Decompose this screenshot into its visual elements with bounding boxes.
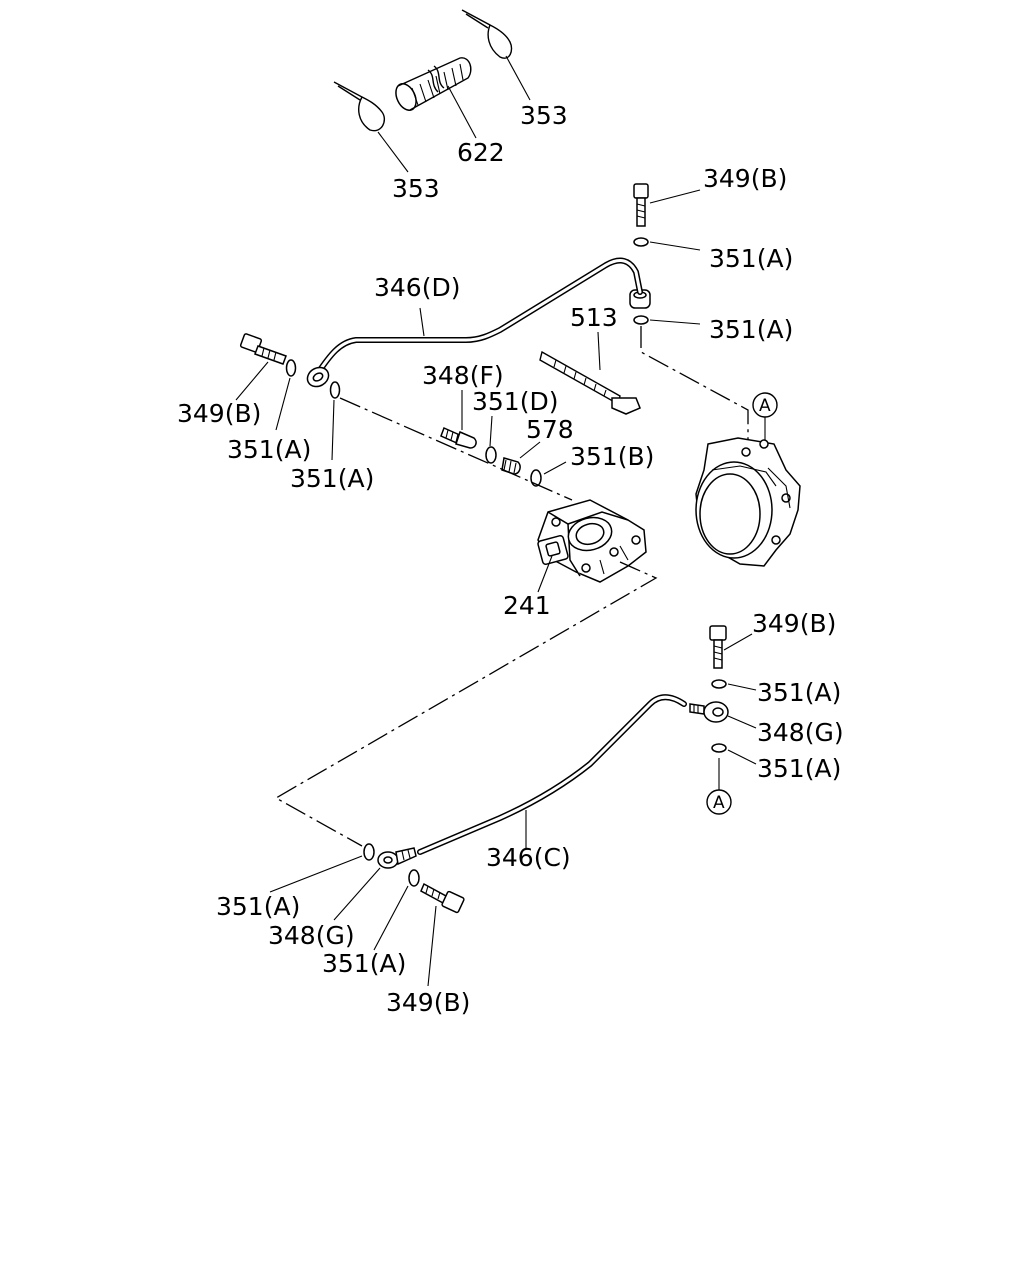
washer-lower-right-1 [711, 679, 727, 689]
clip-left [333, 81, 386, 132]
leader-351a-lr1 [727, 683, 757, 691]
label-351a-lr2: 351(A) [757, 754, 841, 783]
dash-washer-to-unit [640, 326, 749, 444]
washer-351d [485, 446, 497, 464]
leader-351d [489, 415, 493, 447]
label-351a-ll1: 351(A) [216, 892, 300, 921]
washer-upper-left-2 [329, 381, 341, 399]
label-348g-lr: 348(G) [757, 718, 844, 747]
bolt-upper-left [239, 333, 287, 365]
dash-washer-to-pump [339, 397, 573, 501]
label-349b-ul: 349(B) [177, 399, 261, 428]
svg-text:A: A [713, 793, 725, 813]
leader-351a-ur1 [649, 241, 701, 251]
leader-513 [597, 331, 601, 371]
washer-lower-left-1 [363, 843, 375, 861]
leader-349b-ur [649, 189, 701, 204]
dash-pump-to-lower [274, 561, 658, 847]
pipe-346c [417, 694, 687, 855]
label-578: 578 [526, 415, 574, 444]
label-351a-ur1: 351(A) [709, 244, 793, 273]
bolt-lower-right [709, 625, 727, 669]
label-351a-ur2: 351(A) [709, 315, 793, 344]
label-351b: 351(B) [570, 442, 654, 471]
ref-marker-a-upper: A [752, 392, 778, 446]
leader-351a-ll1 [269, 855, 363, 893]
leader-348g-ll [333, 867, 381, 921]
fitting-348g-right [689, 701, 729, 723]
clip-top-right [461, 9, 513, 59]
washer-upper-right-2 [633, 315, 649, 325]
leader-346d [419, 307, 425, 337]
leader-351a-ll2 [373, 885, 409, 951]
label-351a-lr1: 351(A) [757, 678, 841, 707]
housing-unit [695, 437, 801, 567]
label-351a-ul2: 351(A) [290, 464, 374, 493]
label-353-top: 353 [520, 101, 568, 130]
pipe-346d [306, 257, 643, 388]
leader-578 [519, 441, 541, 459]
leader-353-top [505, 55, 531, 101]
label-349b-ll: 349(B) [386, 988, 470, 1017]
label-351a-ll2: 351(A) [322, 949, 406, 978]
plug-578 [501, 457, 521, 475]
leader-348g-lr [727, 715, 757, 729]
label-346d: 346(D) [374, 273, 460, 302]
washer-upper-right-1 [633, 237, 649, 247]
leader-349b-lr [723, 633, 753, 651]
washer-upper-left-1 [285, 359, 297, 377]
leader-622 [447, 85, 477, 139]
label-622: 622 [457, 138, 505, 167]
leader-349b-ll [427, 905, 437, 987]
leader-351a-ul2 [331, 399, 335, 461]
washer-lower-left-2 [408, 869, 420, 887]
leader-351a-ur2 [649, 319, 701, 325]
svg-text:A: A [759, 396, 771, 416]
label-353-left: 353 [392, 174, 440, 203]
leader-241 [537, 555, 553, 593]
label-513: 513 [570, 303, 618, 332]
label-348g-ll: 348(G) [268, 921, 355, 950]
cable-tie-513 [539, 350, 641, 415]
leader-349b-ul [235, 361, 269, 401]
hose-622 [395, 57, 472, 111]
label-348f: 348(F) [422, 361, 504, 390]
leader-351b [543, 461, 567, 475]
leader-351a-lr2 [727, 749, 757, 765]
leader-353-left [377, 131, 409, 173]
bolt-lower-left [420, 882, 465, 914]
fitting-348g-left [377, 847, 417, 869]
label-241: 241 [503, 591, 551, 620]
ref-marker-a-lower: A [706, 758, 732, 815]
label-349b-lr: 349(B) [752, 609, 836, 638]
leader-351a-ul1 [275, 377, 291, 431]
label-346c: 346(C) [486, 843, 571, 872]
washer-351b [530, 469, 542, 487]
label-349b-ur: 349(B) [703, 164, 787, 193]
label-351a-ul1: 351(A) [227, 435, 311, 464]
bolt-upper-right [633, 183, 649, 227]
label-351d: 351(D) [472, 387, 558, 416]
fitting-348f [440, 426, 477, 449]
washer-lower-right-2 [711, 743, 727, 753]
pump-241 [537, 499, 647, 583]
